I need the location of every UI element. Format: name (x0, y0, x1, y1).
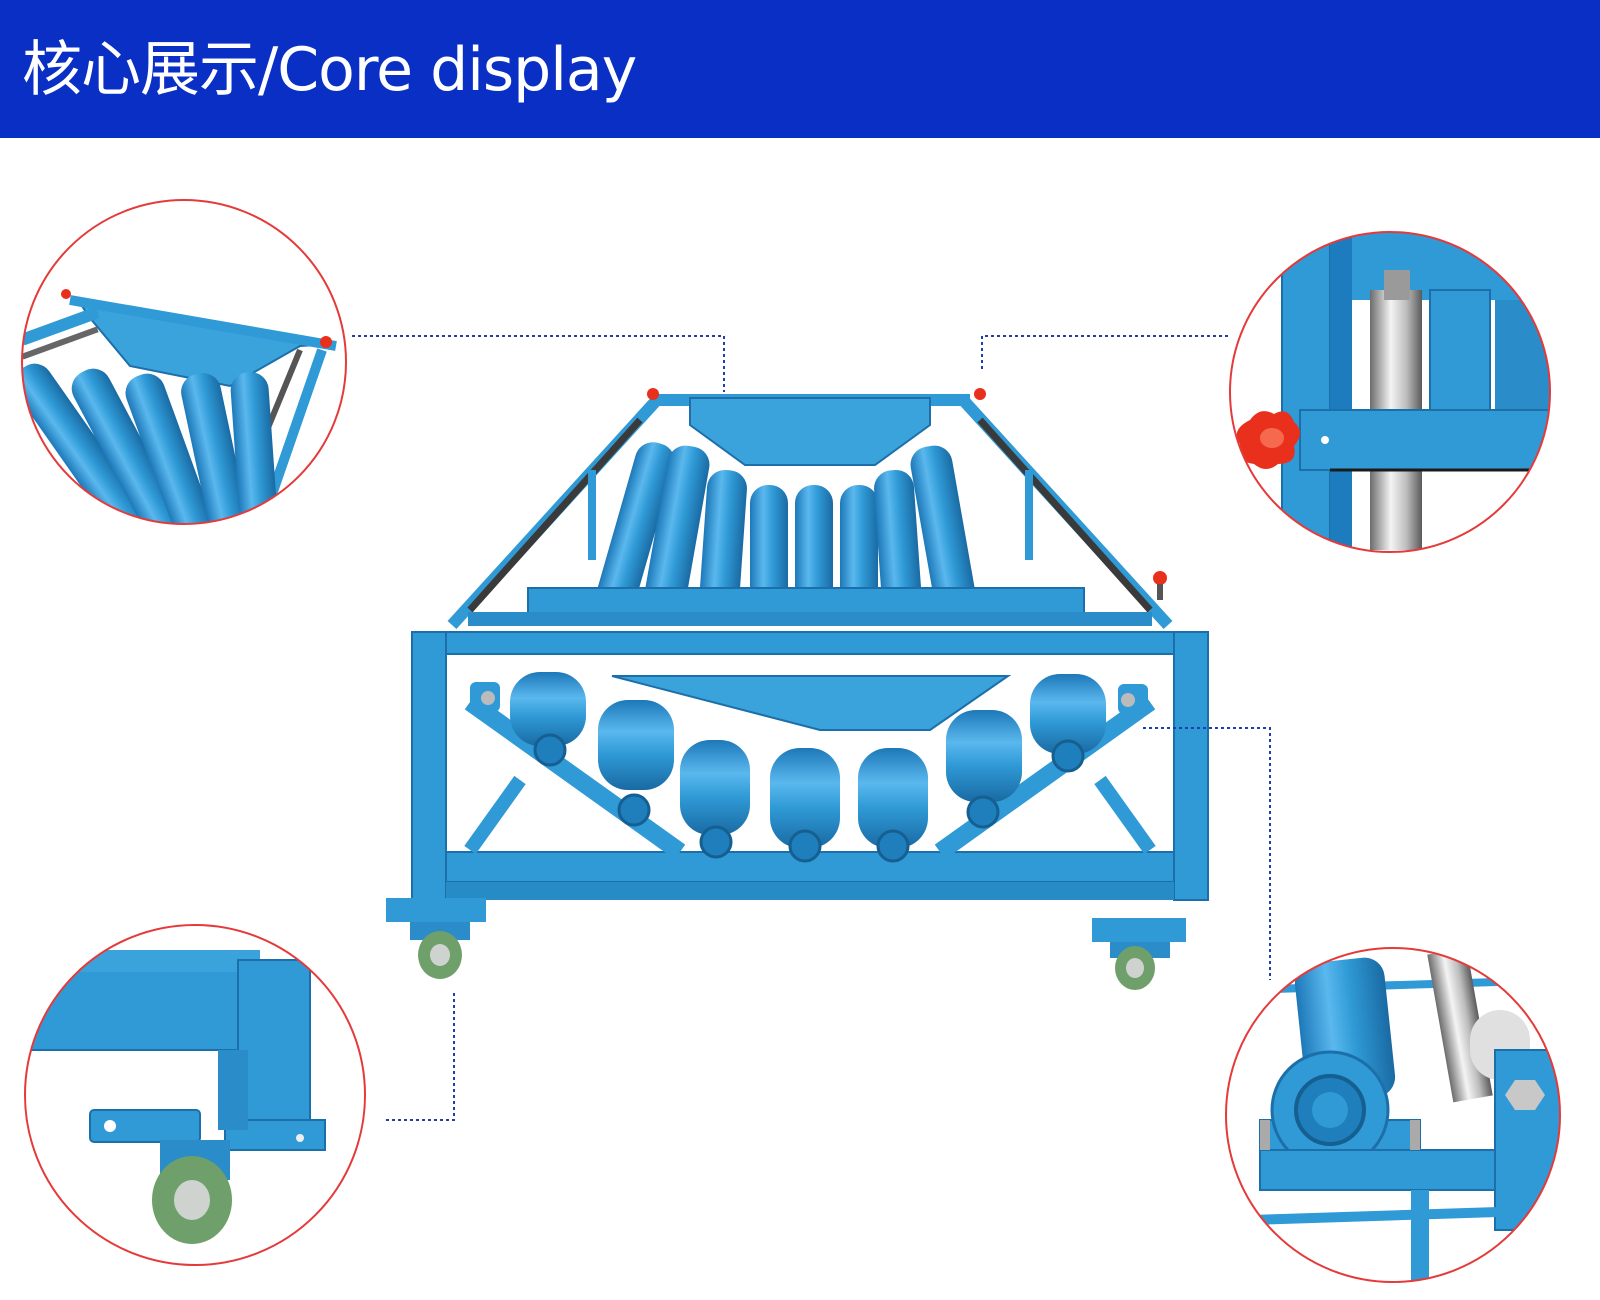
detail-bearing-block (1225, 947, 1561, 1283)
leader-lines (352, 335, 1271, 1121)
roller-conveyor-machine (386, 388, 1209, 990)
front-right-caster (1092, 918, 1186, 990)
detail-adjust-knob (1229, 231, 1551, 553)
detail-caster-wheel (24, 924, 366, 1266)
page-title: 核心展示/Core display (22, 35, 637, 105)
detail-roller-bed-top (21, 199, 347, 525)
bottom-rollers (510, 672, 1106, 863)
front-left-caster (386, 898, 486, 979)
top-rollers (595, 442, 978, 625)
header-banner: 核心展示/Core display (0, 0, 1600, 138)
